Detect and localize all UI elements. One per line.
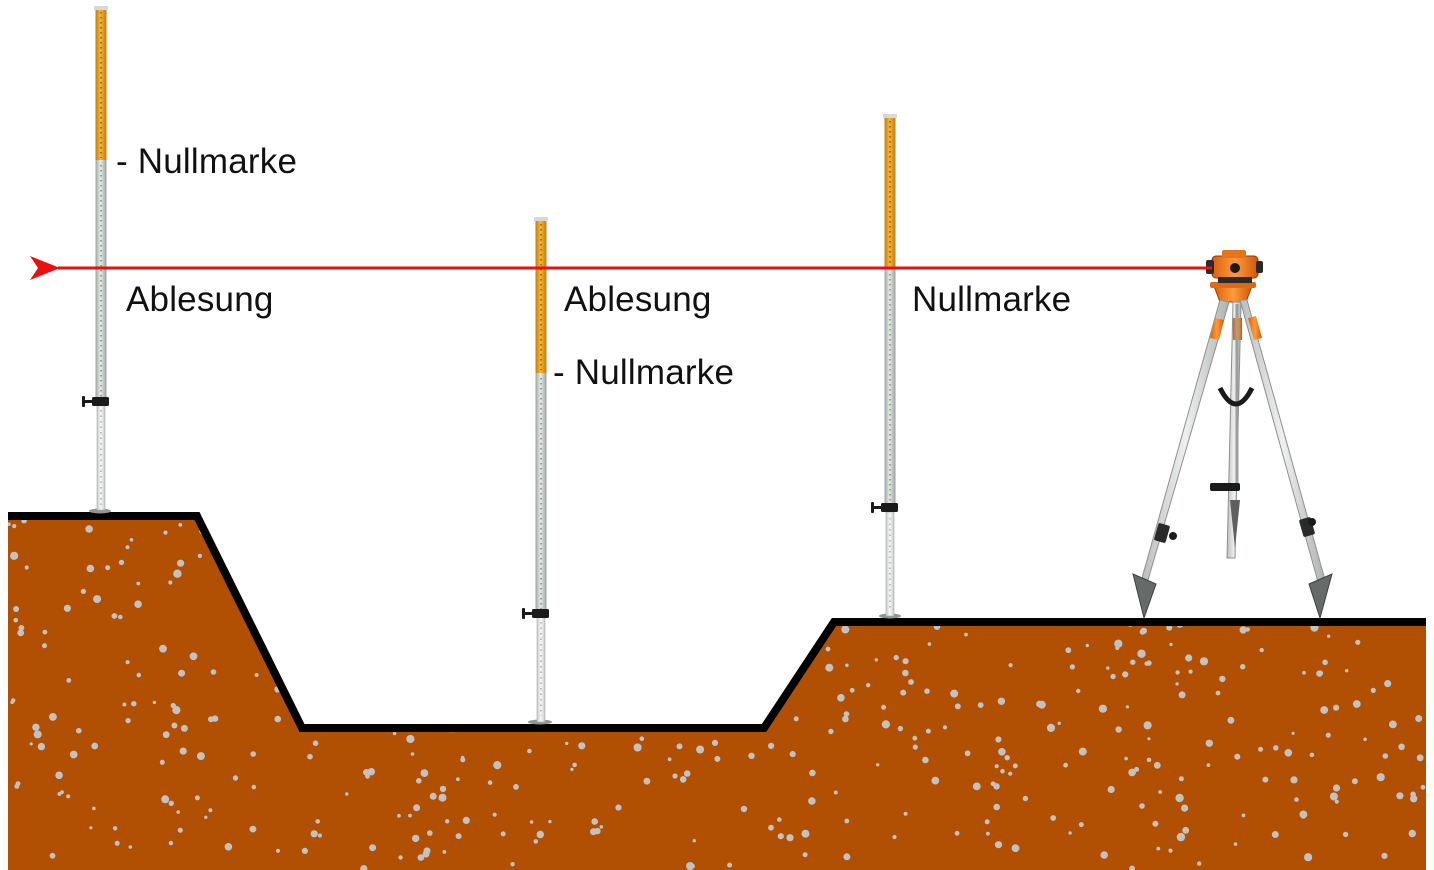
- optical-level-on-tripod-icon: [1132, 250, 1333, 620]
- ground-line: [8, 512, 1426, 732]
- label-middle-zero-mark: - Nullmarke: [553, 353, 734, 392]
- label-left-zero-mark: - Nullmarke: [116, 142, 297, 181]
- level-staff-middle: [522, 217, 552, 725]
- staff-clamp: [881, 503, 898, 512]
- soil-profile: [8, 512, 1426, 870]
- staff-clamp: [532, 609, 549, 618]
- level-staff-right: [871, 114, 901, 619]
- staff-clamp: [92, 397, 109, 406]
- soil-body: [8, 516, 1426, 870]
- label-middle-reading: Ablesung: [564, 280, 712, 319]
- level-staff-left: [82, 6, 111, 514]
- label-left-reading: Ablesung: [126, 280, 274, 319]
- label-right-zero-mark: Nullmarke: [912, 280, 1071, 319]
